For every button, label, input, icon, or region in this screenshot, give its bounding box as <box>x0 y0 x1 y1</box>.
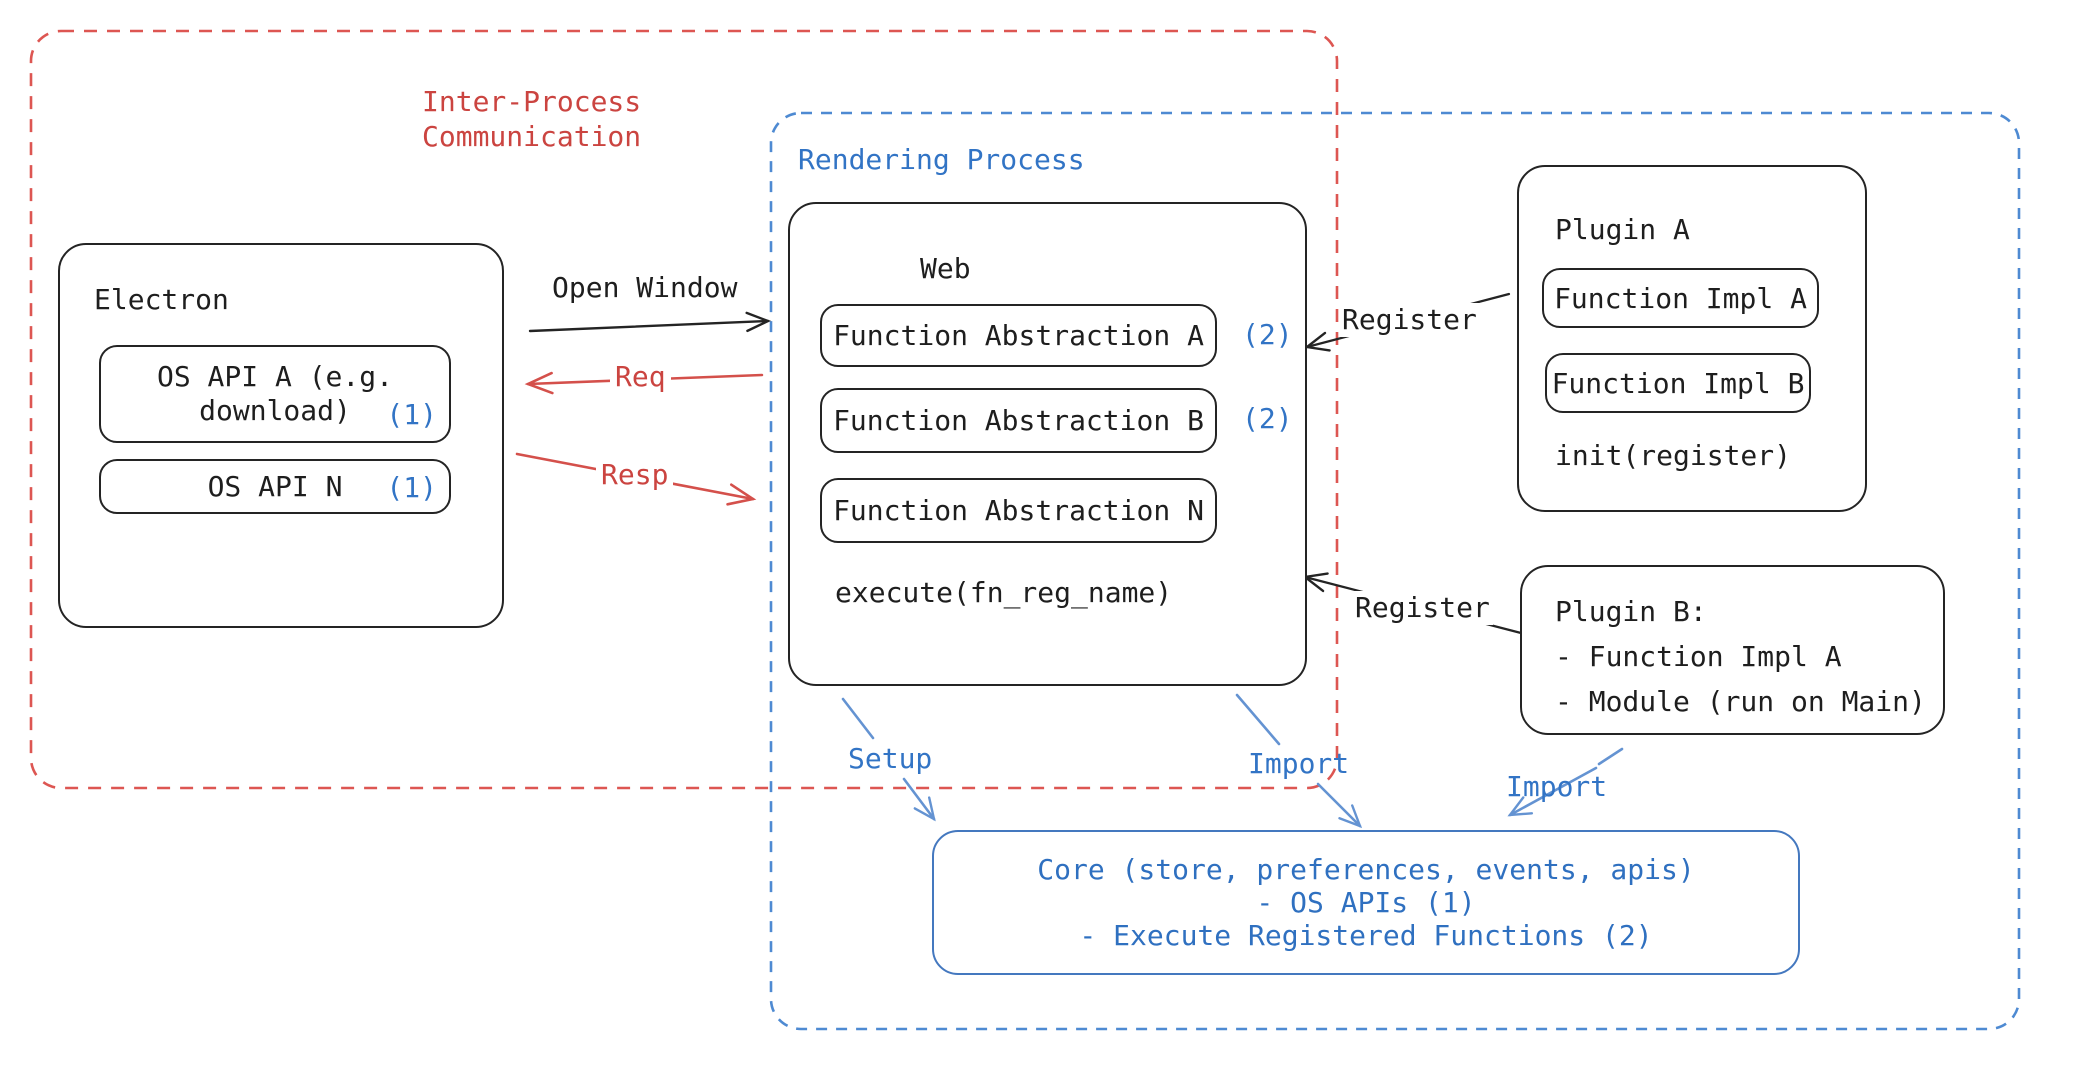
os-api-n-badge: (1) <box>386 471 437 504</box>
plugin-a-box: Plugin A Function Impl A Function Impl B… <box>1517 165 1867 512</box>
ipc-region-label: Inter-Process Communication <box>422 85 642 153</box>
web-box: Web Function Abstraction A (2) Function … <box>788 202 1307 686</box>
function-abstraction-b-label: Function Abstraction B <box>833 404 1204 437</box>
function-abstraction-n-box: Function Abstraction N <box>820 478 1217 543</box>
plugin-a-title: Plugin A <box>1555 213 1690 246</box>
function-abstraction-b-box: Function Abstraction B <box>820 388 1217 453</box>
os-api-n-label: OS API N <box>207 470 343 503</box>
plugin-b-module-line: - Module (run on Main) <box>1555 685 1926 718</box>
resp-label: Resp <box>596 458 674 492</box>
setup-arrow-upper <box>841 697 875 740</box>
import-web-arrow <box>1316 782 1363 829</box>
function-impl-a-box: Function Impl A <box>1542 268 1819 328</box>
plugin-b-title: Plugin B: <box>1555 595 1707 628</box>
plugin-a-init-footer: init(register) <box>1555 439 1792 472</box>
import-plugin-label: Import <box>1506 770 1608 803</box>
electron-title: Electron <box>94 283 229 316</box>
function-abstraction-b-badge: (2) <box>1242 402 1293 435</box>
os-api-a-badge: (1) <box>386 398 437 431</box>
function-impl-b-box: Function Impl B <box>1545 353 1811 413</box>
setup-label: Setup <box>848 742 933 775</box>
core-os-apis-line: - OS APIs (1) <box>1256 886 1476 919</box>
import-web-arrow-upper <box>1235 693 1281 746</box>
function-impl-a-label: Function Impl A <box>1554 281 1807 315</box>
function-abstraction-a-box: Function Abstraction A <box>820 304 1217 367</box>
core-box: Core (store, preferences, events, apis) … <box>932 830 1800 975</box>
function-impl-b-label: Function Impl B <box>1551 366 1805 400</box>
register-a-label: Register <box>1339 303 1480 337</box>
open-window-arrow <box>528 311 772 333</box>
core-execute-line: - Execute Registered Functions (2) <box>1079 919 1653 952</box>
function-abstraction-n-label: Function Abstraction N <box>833 494 1204 527</box>
function-abstraction-a-label: Function Abstraction A <box>833 319 1204 352</box>
web-execute-footer: execute(fn_reg_name) <box>835 576 1173 609</box>
setup-arrow <box>902 777 936 822</box>
electron-box: Electron OS API A (e.g. download) (1) OS… <box>58 243 504 628</box>
os-api-a-label: OS API A (e.g. download) <box>156 360 393 427</box>
plugin-b-box: Plugin B: - Function Impl A - Module (ru… <box>1520 565 1945 735</box>
plugin-b-impl-line: - Function Impl A <box>1555 640 1842 673</box>
function-abstraction-a-badge: (2) <box>1242 318 1293 351</box>
req-label: Req <box>610 360 671 394</box>
core-title-line: Core (store, preferences, events, apis) <box>1037 853 1695 886</box>
os-api-a-box: OS API A (e.g. download) (1) <box>99 345 451 443</box>
web-title: Web <box>920 252 971 285</box>
rendering-region-label: Rendering Process <box>798 143 1085 176</box>
os-api-n-box: OS API N (1) <box>99 459 451 514</box>
register-b-label: Register <box>1352 591 1493 625</box>
import-web-label: Import <box>1248 747 1350 780</box>
open-window-label: Open Window <box>552 271 738 304</box>
import-plugin-arrow-upper <box>1597 747 1624 766</box>
